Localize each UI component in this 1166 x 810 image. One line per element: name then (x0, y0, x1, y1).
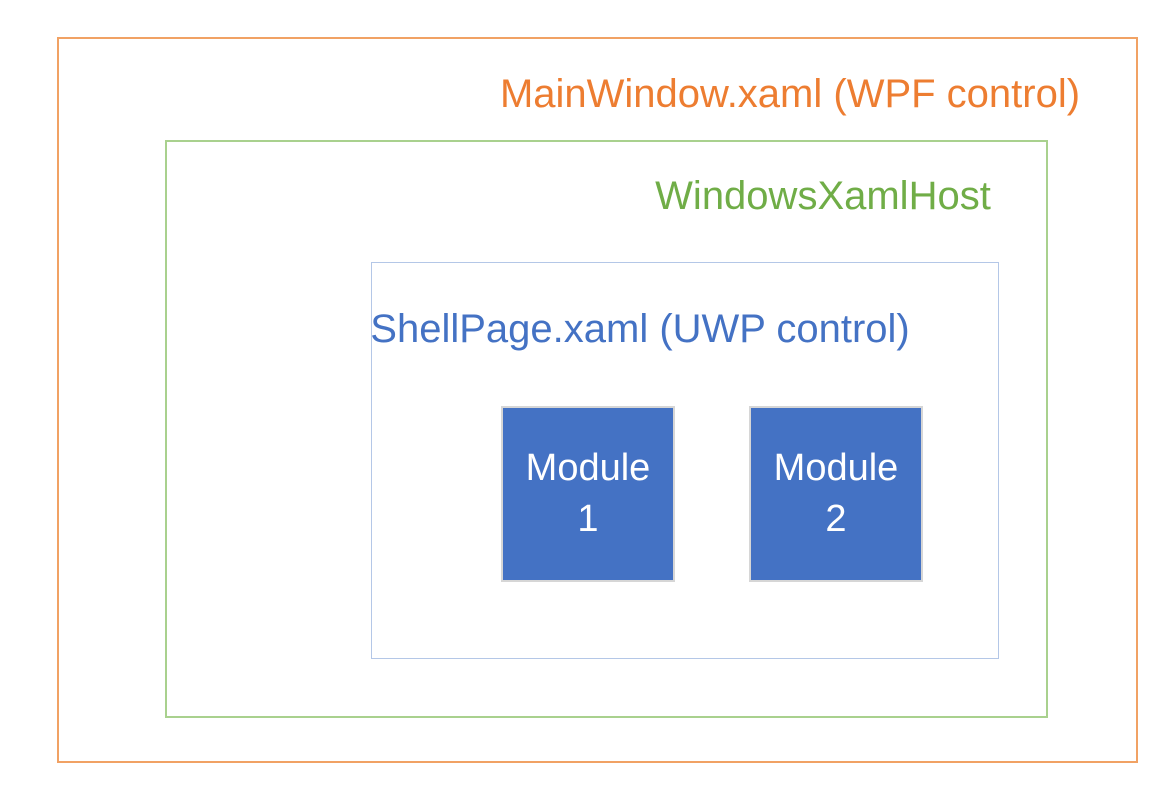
windowsxamlhost-label: WindowsXamlHost (655, 174, 991, 218)
mainwindow-label: MainWindow.xaml (WPF control) (499, 72, 1081, 116)
module-1-box: Module 1 (501, 406, 675, 582)
shellpage-label: ShellPage.xaml (UWP control) (370, 307, 910, 351)
mainwindow-box (57, 37, 1138, 763)
shellpage-box (371, 262, 999, 659)
module-2-box: Module 2 (749, 406, 923, 582)
windowsxamlhost-box (165, 140, 1048, 718)
